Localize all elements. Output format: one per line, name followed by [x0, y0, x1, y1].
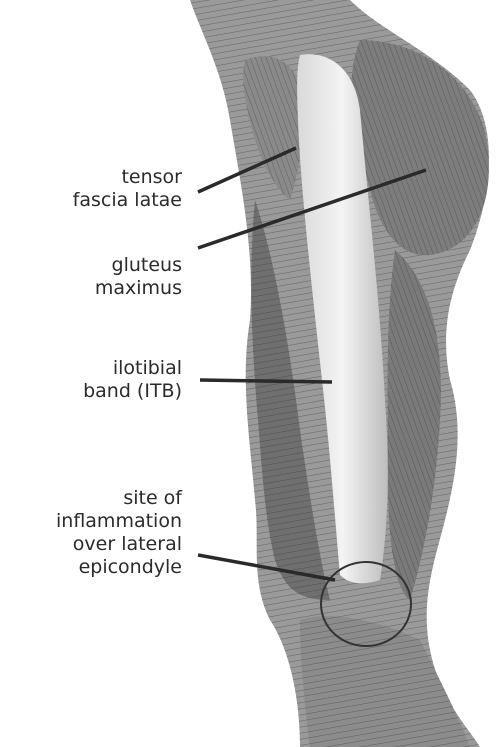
label-line: tensor	[73, 166, 182, 189]
label-line: maximus	[95, 277, 182, 300]
label-line: fascia latae	[73, 189, 182, 212]
label-line: site of	[56, 487, 182, 510]
iliotibial-band-leader	[200, 380, 332, 382]
label-line: gluteus	[95, 254, 182, 277]
label-line: ilotibial	[83, 357, 182, 380]
iliotibial-band-label: ilotibial band (ITB)	[83, 357, 182, 403]
inflammation-site-label: site of inflammation over lateral epicon…	[56, 487, 182, 579]
gluteus-maximus-label: gluteus maximus	[95, 254, 182, 300]
label-line: over lateral	[56, 533, 182, 556]
label-line: epicondyle	[56, 556, 182, 579]
label-line: inflammation	[56, 510, 182, 533]
tensor-fascia-latae-label: tensor fascia latae	[73, 166, 182, 212]
label-line: band (ITB)	[83, 380, 182, 403]
